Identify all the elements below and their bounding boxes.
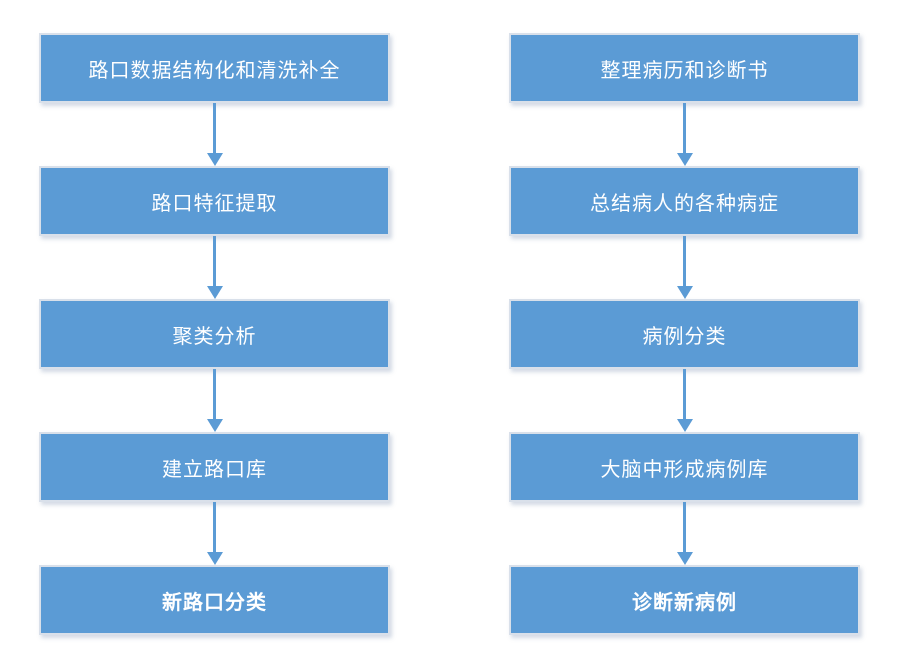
arrow-head [206, 286, 223, 299]
flow-step-box: 路口数据结构化和清洗补全 [39, 33, 390, 103]
down-arrow-icon [509, 369, 860, 432]
flow-step-box: 整理病历和诊断书 [509, 33, 860, 103]
arrow-head [206, 552, 223, 565]
arrow-line [213, 502, 216, 552]
arrow-head [676, 552, 693, 565]
arrow-line [683, 502, 686, 552]
arrow-line [213, 369, 216, 419]
arrow-line [683, 103, 686, 153]
flow-step-box: 总结病人的各种病症 [509, 166, 860, 236]
down-arrow-icon [509, 236, 860, 299]
down-arrow-icon [39, 502, 390, 565]
arrow-line [213, 236, 216, 286]
flow-column-medical: 整理病历和诊断书 总结病人的各种病症 病例分类 大脑中形成病例库 诊断新病例 [509, 33, 860, 635]
flow-column-intersection: 路口数据结构化和清洗补全 路口特征提取 聚类分析 建立路口库 新路口分类 [39, 33, 390, 635]
arrow-head [206, 153, 223, 166]
flow-step-box: 病例分类 [509, 299, 860, 369]
arrow-line [213, 103, 216, 153]
down-arrow-icon [509, 103, 860, 166]
arrow-head [676, 419, 693, 432]
arrow-head [676, 153, 693, 166]
down-arrow-icon [509, 502, 860, 565]
flow-step-box: 大脑中形成病例库 [509, 432, 860, 502]
arrow-head [676, 286, 693, 299]
flow-step-box: 路口特征提取 [39, 166, 390, 236]
down-arrow-icon [39, 369, 390, 432]
arrow-line [683, 236, 686, 286]
flow-step-box: 建立路口库 [39, 432, 390, 502]
down-arrow-icon [39, 103, 390, 166]
flow-step-box-final: 新路口分类 [39, 565, 390, 635]
down-arrow-icon [39, 236, 390, 299]
arrow-line [683, 369, 686, 419]
arrow-head [206, 419, 223, 432]
flow-step-box-final: 诊断新病例 [509, 565, 860, 635]
flow-step-box: 聚类分析 [39, 299, 390, 369]
